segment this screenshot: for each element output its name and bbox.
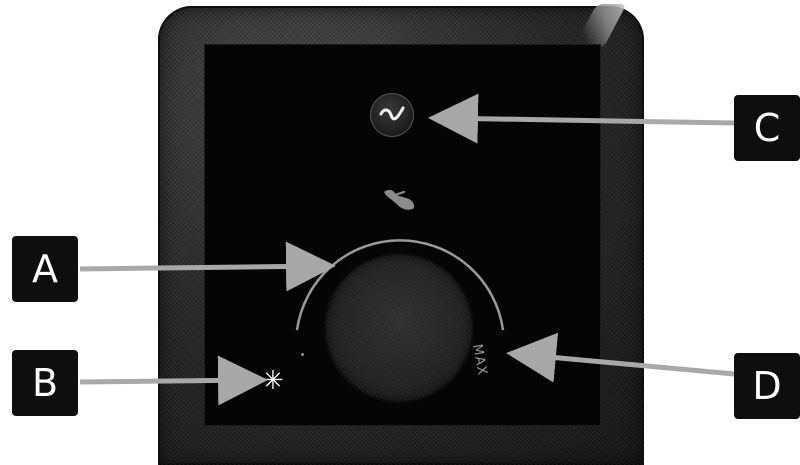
indicator-light-icon: [370, 93, 414, 137]
callout-label-a: A: [12, 236, 78, 302]
callout-label-b: B: [12, 350, 78, 416]
min-marker-dot: [301, 353, 304, 356]
snowflake-icon: ✳: [262, 368, 284, 394]
temperature-knob[interactable]: [326, 255, 472, 401]
callout-label-d: D: [734, 353, 800, 419]
callout-label-c: C: [734, 95, 800, 161]
